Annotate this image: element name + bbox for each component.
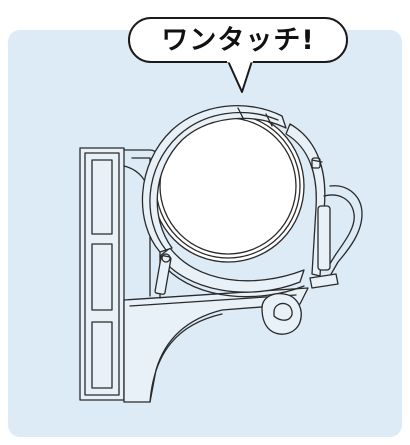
hinge-pin [154, 253, 172, 295]
clamp-band [141, 105, 287, 253]
back-plate [79, 147, 125, 401]
loop-tab [261, 292, 302, 335]
speech-bubble: ワンタッチ! [128, 17, 348, 63]
latch [285, 123, 363, 289]
lower-cradle [159, 247, 305, 298]
speech-bubble-text: ワンタッチ! [161, 24, 315, 56]
